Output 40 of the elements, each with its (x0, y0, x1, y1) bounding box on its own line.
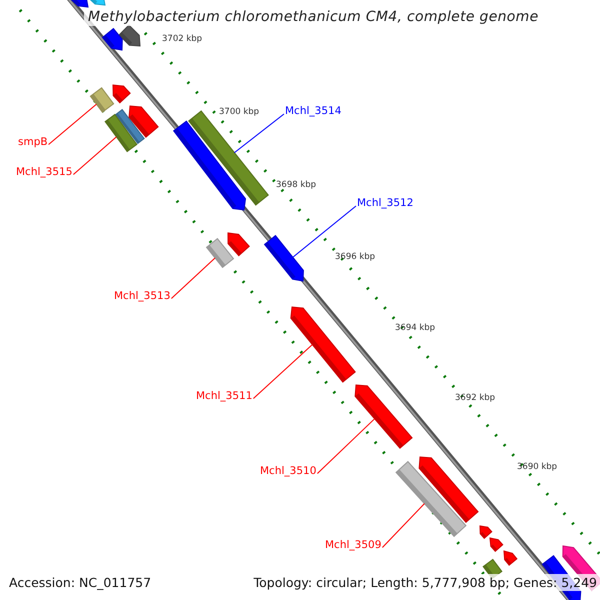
gene-bar (102, 28, 123, 51)
gene-label: Mchl_3515 (16, 166, 72, 179)
genome-info-text: Topology: circular; Length: 5,777,908 bp; Genes: 5,249 (250, 574, 600, 591)
gene-bar (479, 525, 492, 540)
leader-line (292, 206, 356, 258)
gene-bar (489, 537, 504, 552)
gene-bar (69, 0, 89, 8)
gene-label: Mchl_3512 (357, 197, 414, 210)
tick-label: 3694 kbp (395, 323, 436, 334)
leader-line (170, 257, 216, 299)
gene-bar (354, 384, 413, 449)
gene-bar (503, 550, 518, 566)
gene-bar (112, 84, 131, 104)
gene-bar (264, 234, 304, 282)
gene-bar (104, 114, 138, 152)
gene-label: Mchl_3509 (325, 539, 382, 552)
tick-label: 3702 kbp (162, 34, 202, 45)
leader-line (316, 418, 376, 474)
gene-label: smpB (18, 136, 48, 149)
leader-line (234, 114, 284, 154)
gene-bar (228, 232, 250, 256)
gene-bar (88, 0, 106, 6)
gene-label: Mchl_3510 (260, 465, 316, 478)
tick-label: 3698 kbp (276, 180, 316, 191)
gene-label: Mchl_3511 (196, 390, 252, 403)
leader-line (48, 104, 97, 145)
gene-bar (206, 238, 234, 268)
gene-bar (290, 306, 356, 383)
gene-bar (90, 87, 114, 113)
leader-line (382, 503, 425, 548)
tick-label: 3692 kbp (455, 393, 496, 404)
tick-label: 3700 kbp (219, 107, 260, 118)
gene-label: Mchl_3514 (285, 105, 342, 118)
gene-bar (395, 460, 467, 538)
tick-label: 3690 kbp (517, 462, 558, 473)
gene-label: Mchl_3513 (114, 290, 170, 303)
leader-line (252, 344, 313, 399)
leader-line (72, 136, 117, 175)
tick-label: 3696 kbp (335, 252, 376, 263)
gene-bar (172, 120, 246, 211)
